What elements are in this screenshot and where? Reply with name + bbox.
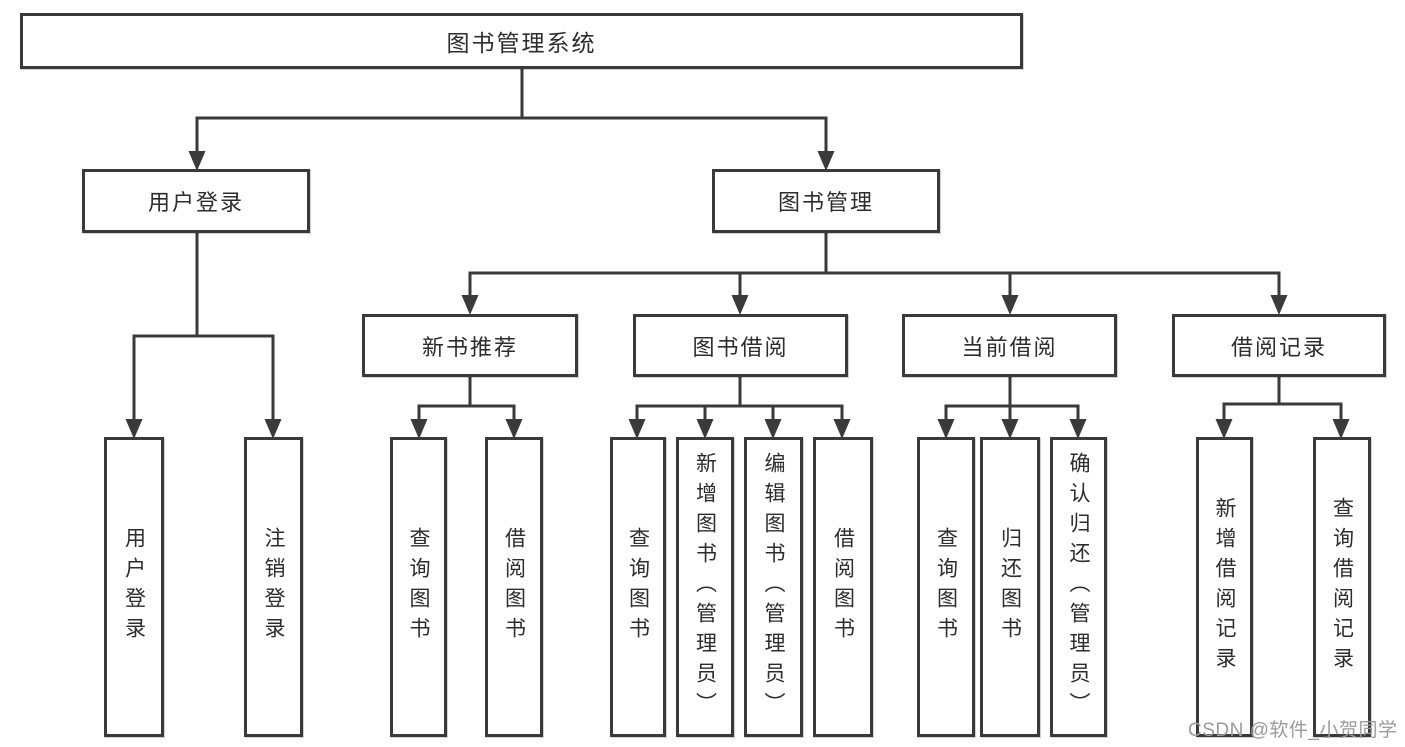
leaf-bb-edit-book-label: 编辑图书（管理员）	[762, 452, 785, 722]
node-borrow-record-label: 借阅记录	[1230, 334, 1327, 360]
leaf-logout: 注销登录	[244, 437, 303, 737]
leaf-br-query-record-label: 查询借阅记录	[1330, 497, 1354, 677]
leaf-logout-label: 注销登录	[262, 527, 285, 647]
node-book-mgmt: 图书管理	[712, 169, 940, 233]
node-root: 图书管理系统	[20, 13, 1023, 69]
node-borrow-record: 借阅记录	[1172, 314, 1386, 377]
node-book-borrow-label: 图书借阅	[692, 334, 789, 360]
connector-book-borrow-children	[628, 377, 851, 439]
connector-new-book-rec-children	[410, 377, 523, 439]
leaf-user-login: 用户登录	[104, 437, 164, 737]
node-new-book-rec-label: 新书推荐	[421, 334, 518, 360]
leaf-cb-return-book-label: 归还图书	[998, 527, 1022, 647]
leaf-rec-borrow-book-label: 借阅图书	[502, 527, 526, 647]
leaf-rec-query-book-label: 查询图书	[407, 527, 430, 647]
leaf-bb-query-book-label: 查询图书	[626, 527, 650, 647]
leaf-cb-query-book-label: 查询图书	[934, 527, 958, 647]
csdn-watermark: CSDN @软件_小贺同学	[1188, 720, 1398, 741]
node-user-login: 用户登录	[82, 169, 310, 233]
leaf-cb-return-book: 归还图书	[980, 437, 1040, 737]
connector-root-to-level2	[188, 67, 835, 171]
leaf-br-add-record: 新增借阅记录	[1196, 437, 1253, 737]
leaf-bb-borrow-book: 借阅图书	[813, 437, 873, 737]
node-new-book-rec: 新书推荐	[362, 314, 578, 377]
node-book-borrow: 图书借阅	[633, 314, 848, 377]
node-user-login-label: 用户登录	[147, 190, 244, 215]
leaf-cb-query-book: 查询图书	[917, 437, 975, 737]
leaf-bb-add-book-label: 新增图书（管理员）	[693, 452, 717, 722]
connector-user-login-children	[125, 232, 282, 439]
leaf-bb-add-book: 新增图书（管理员）	[676, 437, 734, 737]
leaf-rec-borrow-book: 借阅图书	[485, 437, 543, 737]
connector-current-borrow-children	[937, 377, 1087, 439]
node-current-borrow: 当前借阅	[902, 314, 1117, 377]
node-current-borrow-label: 当前借阅	[961, 334, 1058, 360]
node-root-label: 图书管理系统	[446, 30, 597, 56]
leaf-bb-borrow-book-label: 借阅图书	[831, 527, 855, 647]
leaf-rec-query-book: 查询图书	[390, 437, 447, 737]
connector-book-mgmt-children	[461, 232, 1288, 315]
leaf-bb-query-book: 查询图书	[610, 437, 666, 737]
leaf-br-add-record-label: 新增借阅记录	[1213, 497, 1236, 677]
connector-borrow-record-children	[1215, 377, 1350, 439]
leaf-bb-edit-book: 编辑图书（管理员）	[744, 437, 803, 737]
leaf-cb-confirm-return-label: 确认归还（管理员）	[1067, 452, 1090, 722]
leaf-user-login-label: 用户登录	[122, 527, 146, 647]
node-book-mgmt-label: 图书管理	[777, 190, 874, 215]
leaf-br-query-record: 查询借阅记录	[1313, 437, 1371, 737]
leaf-cb-confirm-return: 确认归还（管理员）	[1050, 437, 1107, 737]
